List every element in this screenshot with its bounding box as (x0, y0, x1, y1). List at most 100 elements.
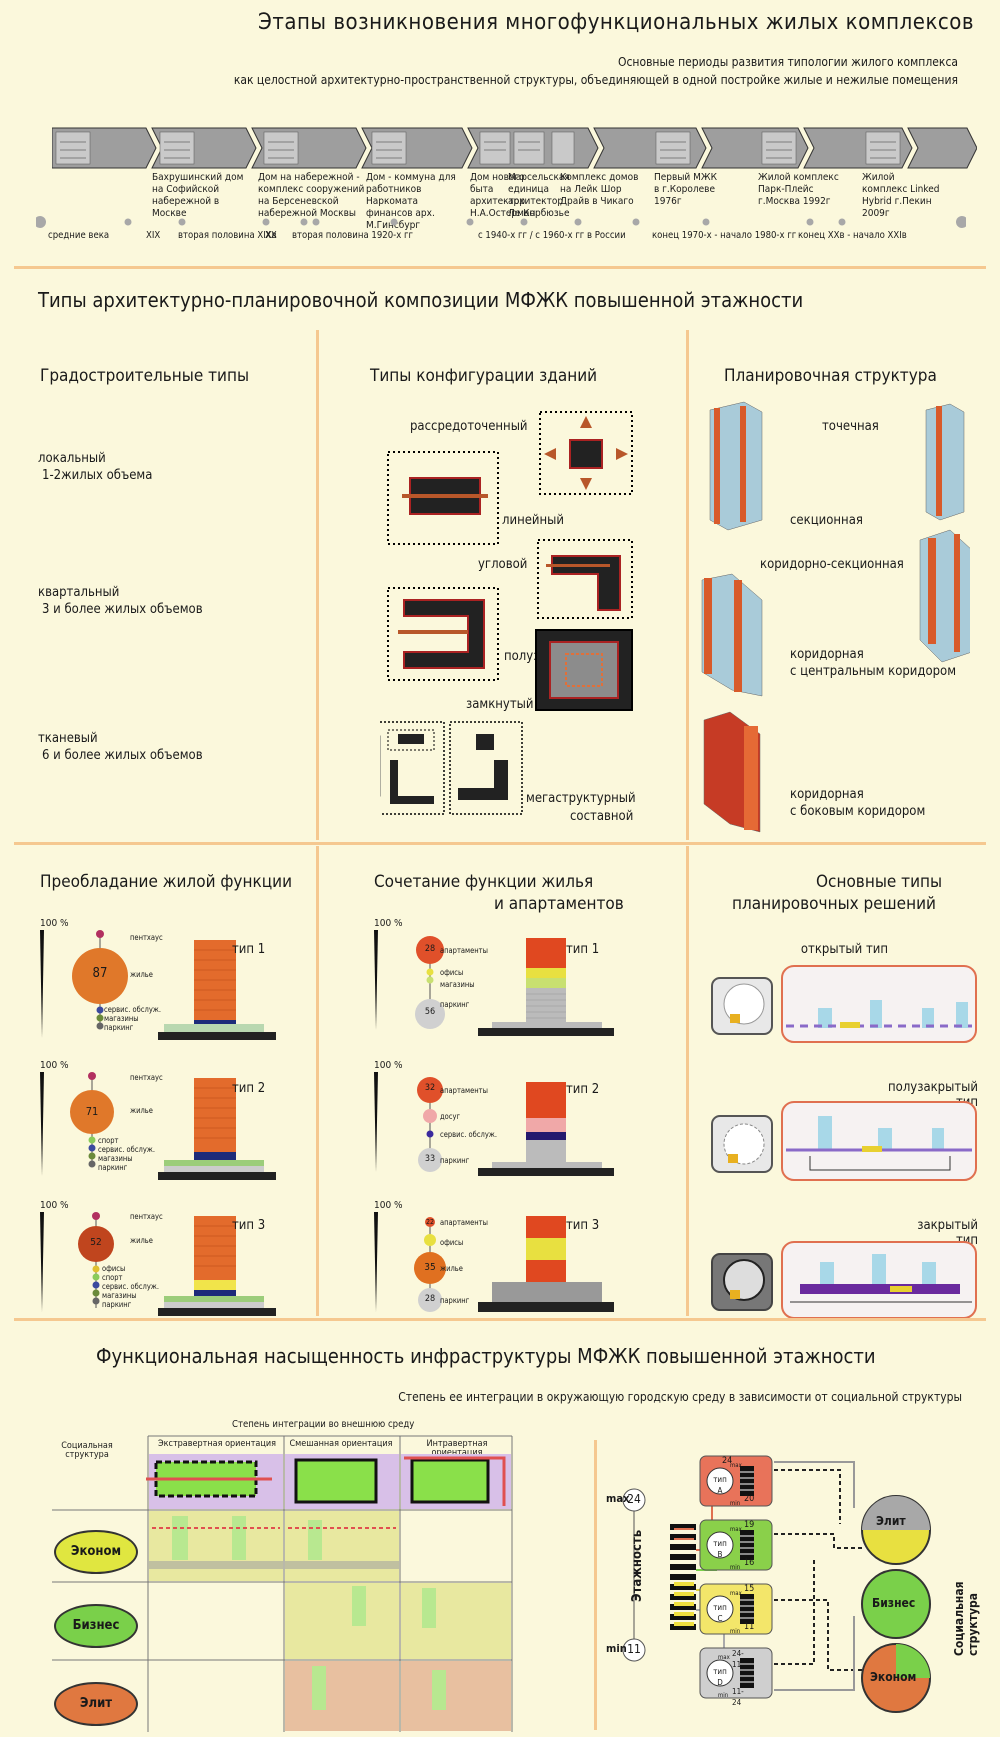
col2-title: Типы конфигурации зданий (370, 366, 598, 386)
apartment-type-1-value-2: 56 (424, 1007, 436, 1017)
type-a-min-prefix: min (730, 1500, 741, 1507)
plan-corridor-central-l2: с центральным коридором (790, 664, 957, 679)
pct-label: 100 % (40, 918, 69, 929)
apartment-type-2-graphic (374, 1072, 614, 1176)
col-header-mixed: Смешанная ориентация (289, 1439, 393, 1449)
config-composite: составной (570, 809, 634, 824)
apartment-type-1-name: тип 1 (566, 942, 600, 957)
floor-label: жилье (130, 1236, 153, 1245)
type-d-name: тип D (713, 1667, 727, 1687)
col-header-introvert: Интравертная ориентация (426, 1439, 488, 1458)
config-dispersed: рассредоточенный (410, 419, 528, 434)
s3-col3-title-1: Основные типы (816, 872, 943, 892)
s3-col1-title: Преобладание жилой функции (40, 872, 293, 892)
apartment-type-2-value-1: 32 (424, 1083, 436, 1093)
divider-3 (14, 1318, 986, 1321)
floor-label: жилье (130, 970, 153, 979)
planning-open-title: открытый тип (800, 942, 888, 957)
apartment-type-3-value-1: 22 (425, 1218, 434, 1226)
apartment-type-3-value-3: 28 (424, 1294, 436, 1304)
floor-label: апартаменты (440, 1086, 488, 1095)
residential-type-1-graphic (40, 930, 276, 1040)
residential-type-1-value: 87 (92, 966, 108, 981)
type-a-name: тип A (713, 1475, 727, 1495)
timeline-date-4: XX (265, 230, 277, 241)
plan-corridor-central: коридорная с центральным коридором (790, 646, 956, 680)
social-row-business: Бизнес (54, 1604, 138, 1648)
type-d-max: 24-11 (732, 1649, 744, 1669)
apartment-type-3-value-2: 35 (424, 1262, 436, 1273)
type-b-max-prefix: max (730, 1526, 742, 1533)
type-b-name: тип B (713, 1539, 727, 1559)
residential-type-3-name: тип 3 (232, 1218, 266, 1233)
floor-label: жилье (440, 1264, 463, 1273)
residential-type-1-name: тип 1 (232, 942, 266, 957)
type-d-max-prefix: max (718, 1654, 730, 1661)
timeline-caption-6: Комплекс домов на Лейк Шор Драйв в Чикаг… (560, 172, 639, 207)
plan-corridor-side: коридорная с боковым коридором (790, 786, 925, 820)
floor-label: апартаменты (440, 1218, 488, 1227)
timeline-arrows (51, 127, 978, 169)
table-top-header: Степень интеграции во внешнюю среду (232, 1419, 415, 1430)
page-title: Этапы возникновения многофункциональных … (258, 10, 975, 35)
floor-label: пентхаус (130, 1212, 163, 1221)
type-b-min-prefix: min (730, 1564, 741, 1571)
urban-type-tissue: тканевый 6 и более жилых объемов (38, 730, 203, 764)
plan-structure-buildings (701, 401, 970, 833)
plan-corridor-side-l2: с боковым коридором (790, 804, 926, 819)
timeline-date-3: вторая половина XIXв (178, 230, 277, 241)
plan-section: секционная (790, 513, 863, 528)
plan-corridor-side-l1: коридорная (790, 787, 864, 802)
col-header-extravert: Экстравертная ориентация (157, 1439, 277, 1449)
s3-col3-title-2: планировочных решений (732, 894, 936, 914)
config-linear: линейный (502, 513, 565, 528)
type-d-min: 11-24 (732, 1687, 744, 1707)
planning-closed-diagram (711, 1241, 977, 1319)
residential-type-2-value: 71 (85, 1105, 99, 1118)
type-d-min-prefix: min (718, 1692, 729, 1699)
social-econom: Эконом (870, 1670, 917, 1684)
floor-label: магазины (440, 980, 475, 989)
floor-label: сервис. обслуж. (102, 1282, 160, 1291)
config-corner: угловой (478, 557, 528, 572)
type-a-max: 24 (722, 1456, 733, 1466)
floor-label: офисы (440, 968, 464, 977)
timeline-date-5: вторая половина 1920-х гг (292, 230, 413, 241)
planning-semiclosed-diagram (711, 1101, 977, 1181)
section4-subtitle: Степень ее интеграции в окружающую город… (398, 1390, 962, 1404)
timeline-date-6: с 1940-х гг / с 1960-х гг в России (478, 230, 626, 241)
urban-type-local: локальный 1-2жилых объема (38, 450, 152, 484)
height-social-diagram (622, 1455, 931, 1713)
type-c-min: 11 (744, 1622, 755, 1632)
config-megastructure: мегаструктурный (526, 791, 636, 806)
timeline-caption-8: Жилой комплекс Парк-Плейс г.Москва 1992г (758, 172, 839, 207)
pct-label: 100 % (40, 1200, 69, 1211)
type-c-min-prefix: min (730, 1628, 741, 1635)
social-axis-label: Социальная структура (952, 1581, 980, 1656)
social-business: Бизнес (872, 1596, 916, 1610)
apartment-type-2-name: тип 2 (566, 1082, 600, 1097)
divider-v2 (686, 330, 689, 840)
floor-label: апартаменты (440, 946, 488, 955)
residential-type-3-value: 52 (90, 1237, 102, 1248)
floor-label: магазины (98, 1154, 133, 1163)
floor-label: магазины (102, 1291, 137, 1300)
floor-label: досуг (440, 1112, 461, 1121)
timeline-dots (34, 216, 968, 228)
timeline-caption-4: Дом нового быта архитектор Н.А.Остерман (470, 172, 536, 219)
plan-corridor-section: коридорно-секционная (760, 557, 904, 572)
plan-point: точечная (822, 419, 879, 434)
timeline-caption-3: Дом - коммуна для работников Наркомата ф… (366, 172, 456, 231)
s3-col2-title-2: и апартаментов (494, 894, 624, 914)
apartment-type-3-name: тип 3 (566, 1218, 600, 1233)
urban-type-tissue-name: тканевый (38, 731, 98, 746)
floor-label: пентхаус (130, 933, 163, 942)
type-c-max-prefix: max (730, 1590, 742, 1597)
integration-table: Степень интеграции во внешнюю среду Соци… (52, 1420, 520, 1735)
divider-v1 (316, 330, 319, 840)
timeline-date-2: XIX (146, 230, 161, 241)
urban-type-local-desc: 1-2жилых объема (42, 468, 153, 483)
floor-label: паркинг (440, 1156, 470, 1165)
floor-label: сервис. обслуж. (98, 1145, 156, 1154)
height-max-value: 24 (627, 1492, 641, 1506)
